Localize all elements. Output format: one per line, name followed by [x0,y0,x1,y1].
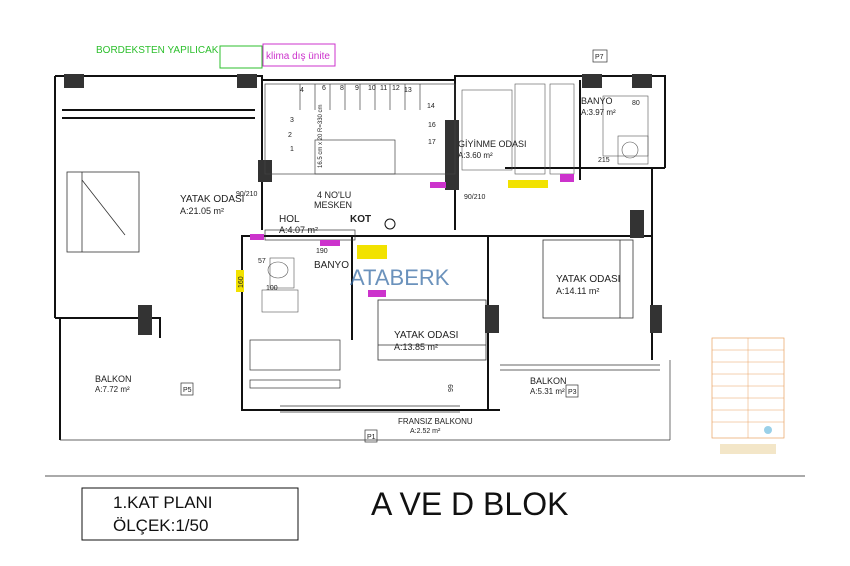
room-name-yatak3: YATAK ODASI [556,274,620,285]
room-name-fransiz: FRANSIZ BALKONU [398,417,473,426]
room-name-banyo2: BANYO [581,96,613,106]
stair-number: 13 [404,87,412,94]
kot-symbol [384,218,396,230]
room-area-yatak2: A:13.85 m² [394,342,438,352]
block-title: A VE D BLOK [371,486,568,522]
marker-p3-box [565,384,579,398]
dimension-190: 190 [316,248,328,255]
marker-p5: P5 [183,387,192,394]
legend [711,337,785,454]
dimension-160: 160 [238,276,245,288]
klima-box [262,43,336,67]
dimension-100: 100 [266,285,278,292]
stair-number: 3 [290,117,294,124]
door-dimension: 90/210 [464,194,486,201]
accents [236,174,574,297]
marker-p7-box [592,49,608,63]
bordeksten-note: BORDEKSTEN YAPILICAK [96,45,219,56]
room-name-giyinme: GİYİNME ODASI [458,139,527,149]
stair-number: 11 [380,85,387,92]
room-name-yatak1: YATAK ODASI [180,194,244,205]
room-area-balkon2: A:5.31 m² [530,387,565,396]
stair-number: 2 [288,132,292,139]
marker-p3: P3 [568,389,577,396]
marker-p5-box [180,382,194,396]
stair-number: 12 [392,85,400,92]
dimension-57: 57 [258,258,266,265]
title-line2: ÖLÇEK:1/50 [113,516,208,535]
title-block-frame [81,487,299,541]
room-name-balkon1: BALKON [95,374,132,384]
room-area-yatak1: A:21.05 m² [180,206,224,216]
bed [66,171,634,361]
marker-p7: P7 [595,54,604,61]
stair-number: 8 [340,85,344,92]
stair-number: 14 [427,103,435,110]
mesken-label: MESKEN [314,200,352,210]
room-area-balkon1: A:7.72 m² [95,385,130,394]
stair [264,83,456,175]
mesken-label: 4 NO'LU [317,190,351,200]
stair-number: 16 [428,122,436,129]
stair-number: 10 [368,85,376,92]
dimension-99: 99 [448,384,455,392]
room-area-yatak3: A:14.11 m² [556,286,599,296]
room-name-balkon2: BALKON [530,376,567,386]
room-area-banyo2: A:3.97 m² [581,108,616,117]
room-name-banyo1: BANYO [314,260,349,271]
stair-number: 17 [428,139,436,146]
wall-piers [64,74,662,335]
title-line1: 1.KAT PLANI [113,493,213,512]
room-area-fransiz: A:2.52 m² [410,428,441,435]
klima-note: klima dış ünite [266,51,330,62]
room-name-hol: HOL [279,214,300,225]
stair-dimension: 16.5 cm x 20 R=330 cm [318,104,324,168]
walls [54,75,666,440]
kot-label: KOT [350,214,371,225]
marker-p1-box [364,429,378,443]
stair-number: 1 [290,146,294,153]
note-box [219,45,263,69]
door-dimension: 90/210 [236,191,258,198]
marker-p1: P1 [367,434,376,441]
stair-number: 6 [322,85,326,92]
stair-number: 9 [355,85,359,92]
dimension-215: 215 [598,157,610,164]
room-name-yatak2: YATAK ODASI [394,330,458,341]
stair-number: 4 [300,87,304,94]
wardrobe [261,83,649,313]
watermark: ATABERK [350,265,450,290]
room-area-hol: A:4.07 m² [279,225,318,235]
dimension-80: 80 [632,100,640,107]
room-area-giyinme: A:3.60 m² [458,151,493,160]
